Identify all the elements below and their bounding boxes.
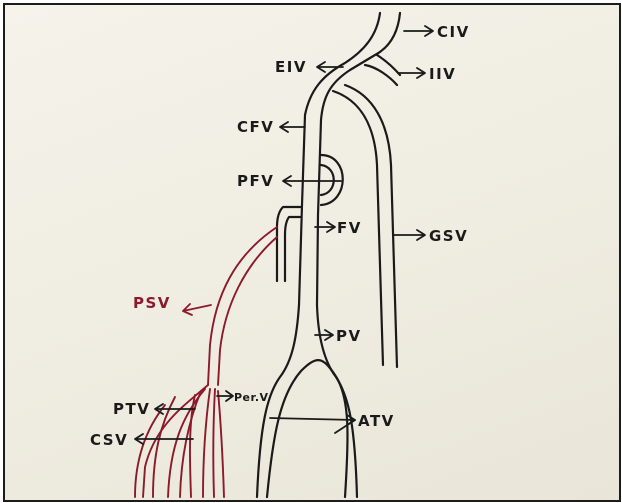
perv-vein-2 [213,389,215,497]
pfv-loop-inner [321,165,334,195]
labels: CIV IIV EIV CFV PFV FV GSV PSV PV PTV Pe… [90,23,470,449]
atv-arrow-top [270,415,355,425]
psv-vessel [208,227,277,385]
label-psv: PSV [133,294,171,312]
label-cfv: CFV [237,118,274,136]
gsv-arrow [393,230,425,240]
psv-outer-wall [208,227,277,385]
pv-arrow [315,330,333,340]
pfv-loop-outer [321,155,343,205]
psv-arrow [183,304,211,315]
label-eiv: EIV [275,58,307,76]
perv-vein-3 [218,391,224,497]
vein-diagram: CIV IIV EIV CFV PFV FV GSV PSV PV PTV Pe… [5,5,619,500]
label-perv: Per.V [234,391,269,404]
label-ptv: PTV [113,400,150,418]
label-pv: PV [336,327,362,345]
diagram-frame: CIV IIV EIV CFV PFV FV GSV PSV PV PTV Pe… [3,3,621,502]
label-atv: ATV [358,412,395,430]
calf-vein-left [153,397,175,497]
label-pfv: PFV [237,172,274,190]
label-fv: FV [337,219,362,237]
label-gsv: GSV [429,227,468,245]
fv-side-branch-inner [285,217,300,281]
perv-vein-1 [203,389,210,497]
civ-arrow [404,26,433,36]
psv-inner-wall [218,237,277,385]
label-iiv: IIV [429,65,456,83]
atv-inner-loop [267,360,348,497]
label-csv: CSV [90,431,128,449]
iiv-arrow [398,68,425,78]
eiv-arrow [317,62,343,72]
label-civ: CIV [437,23,470,41]
cfv-arrow [280,122,305,132]
